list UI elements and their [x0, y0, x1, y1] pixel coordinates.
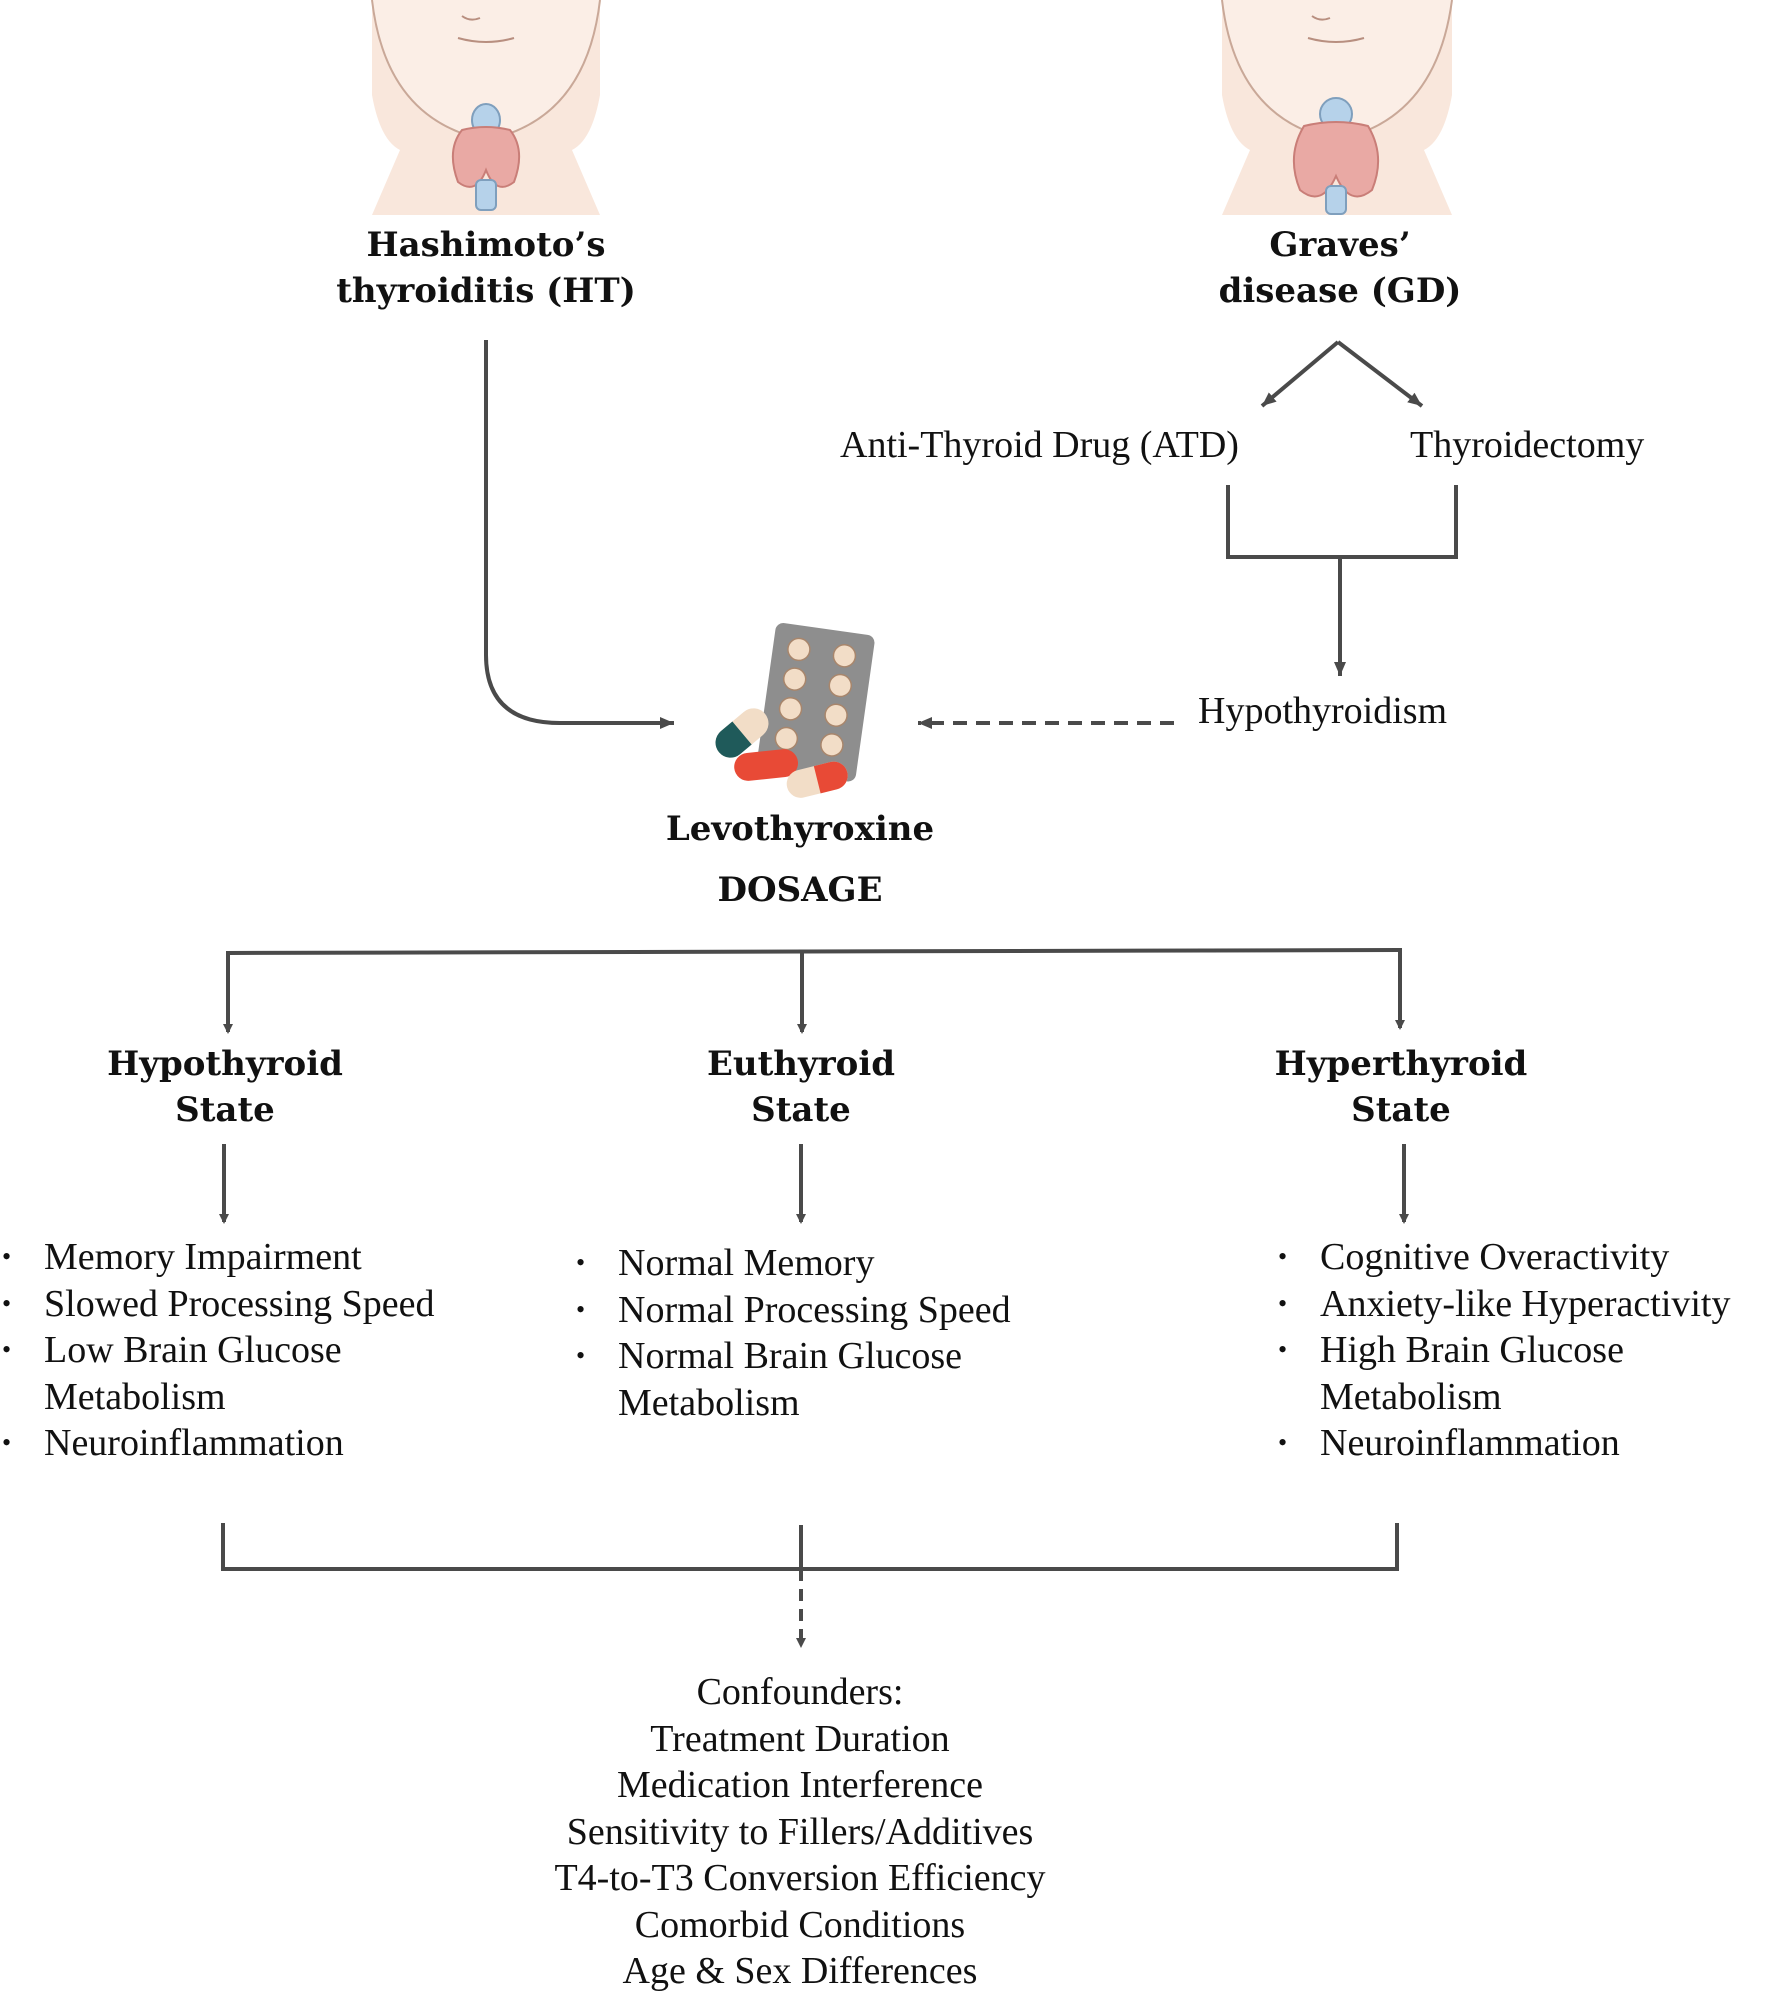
confounder-item: T4-to-T3 Conversion Efficiency: [554, 1857, 1046, 1899]
list-item: High Brain Glucose Metabolism: [1278, 1327, 1660, 1420]
hyperthyroid-state-line1: Hyperthyroid: [1274, 1044, 1528, 1084]
hashimoto-neck-illustration: [371, 0, 601, 215]
list-item: Slowed Processing Speed: [2, 1281, 452, 1328]
euthyroid-state-label: Euthyroid State: [636, 1041, 966, 1133]
confounder-item: Age & Sex Differences: [622, 1950, 978, 1992]
list-item: Low Brain Glucose Metabolism: [2, 1327, 374, 1420]
hypothyroidism-label: Hypothyroidism: [1198, 690, 1448, 732]
list-item: Neuroinflammation: [2, 1420, 452, 1467]
euthyroid-effects-list: Normal Memory Normal Processing Speed No…: [576, 1240, 1036, 1426]
levothyroxine-pills-illustration: [715, 623, 875, 798]
confounder-item: Comorbid Conditions: [634, 1903, 966, 1946]
list-item: Memory Impairment: [2, 1234, 452, 1281]
confounder-item: Medication Interference: [616, 1764, 984, 1806]
euthyroid-state-line2: State: [751, 1090, 851, 1130]
euthyroid-state-line1: Euthyroid: [706, 1044, 896, 1084]
hypothyroid-state-line2: State: [175, 1090, 275, 1130]
graves-label: Graves’ disease (GD): [1190, 222, 1490, 314]
confounders-title: Confounders:: [696, 1671, 904, 1713]
effects-merge-bracket: [221, 1523, 1399, 1571]
graves-neck-illustration: [1221, 0, 1453, 215]
confounder-item: Treatment Duration: [650, 1717, 950, 1760]
ht-to-drug-arrow: [484, 340, 674, 729]
hyperthyroid-state-label: Hyperthyroid State: [1236, 1041, 1566, 1133]
hashimoto-label: Hashimoto’s thyroiditis (HT): [336, 222, 636, 314]
gd-branch-arrow-right: [1336, 340, 1424, 408]
levothyroxine-label: Levothyroxine: [665, 809, 935, 849]
graves-label-line1: Graves’: [1269, 225, 1411, 265]
gd-branch-arrow-left: [1260, 340, 1340, 408]
dosage-label: DOSAGE: [717, 870, 883, 910]
confounder-item: Sensitivity to Fillers/Additives: [566, 1810, 1034, 1853]
hypothyroid-state-label: Hypothyroid State: [60, 1041, 390, 1133]
hashimoto-label-line1: Hashimoto’s: [366, 225, 606, 265]
list-item: Normal Memory: [576, 1240, 1036, 1287]
hyperthyroid-effects-list: Cognitive Overactivity Anxiety-like Hype…: [1278, 1234, 1768, 1467]
list-item: Normal Processing Speed: [576, 1287, 1036, 1334]
treatment-merge-bracket: [1226, 485, 1458, 559]
hypothyroid-state-line1: Hypothyroid: [107, 1044, 343, 1084]
list-item: Anxiety-like Hyperactivity: [1278, 1281, 1768, 1328]
list-item: Cognitive Overactivity: [1278, 1234, 1768, 1281]
atd-label: Anti-Thyroid Drug (ATD): [840, 424, 1239, 466]
list-item: Normal Brain Glucose Metabolism: [576, 1333, 1008, 1426]
graves-label-line2: disease (GD): [1218, 271, 1462, 311]
hyperthyroid-state-line2: State: [1351, 1090, 1451, 1130]
hypothyroid-effects-list: Memory Impairment Slowed Processing Spee…: [2, 1234, 452, 1467]
thyroidectomy-label: Thyroidectomy: [1410, 424, 1645, 466]
dosage-split-bar: [226, 947, 1402, 1030]
confounders-block: Confounders: Treatment Duration Medicati…: [440, 1669, 1160, 1995]
hashimoto-label-line2: thyroiditis (HT): [336, 271, 636, 311]
list-item: Neuroinflammation: [1278, 1420, 1768, 1467]
